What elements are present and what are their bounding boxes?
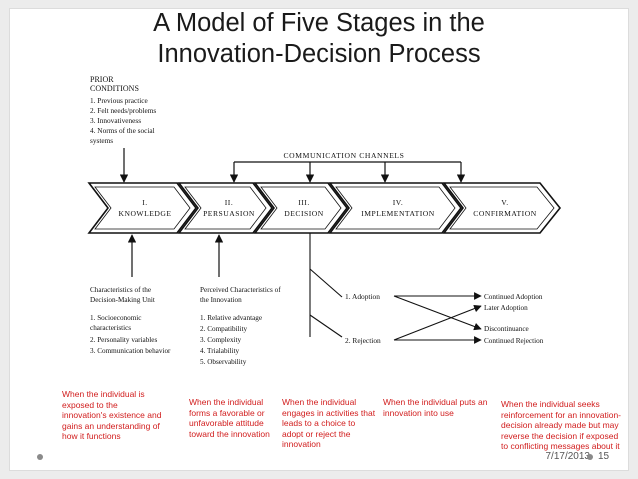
rejection-label: 2. Rejection <box>345 336 381 345</box>
continued-adoption-label: Continued Adoption <box>484 293 543 301</box>
note-persuasion: When the individual forms a favorable or… <box>189 397 270 439</box>
stage-name: CONFIRMATION <box>473 209 536 218</box>
prior-condition-item: systems <box>90 136 113 145</box>
slide-title-line-2: Innovation-Decision Process <box>157 40 481 68</box>
innovation-char-item: 3. Complexity <box>200 336 242 344</box>
footer-page-number: 15 <box>598 451 610 462</box>
footer-separator-dot <box>587 454 593 460</box>
note-knowledge: When the individual is exposed to the in… <box>62 389 162 441</box>
branch-to-rejection <box>309 314 343 338</box>
stage-name: IMPLEMENTATION <box>361 209 434 218</box>
continued-rejection-label: Continued Rejection <box>484 337 544 345</box>
stage-name: PERSUASION <box>203 209 255 218</box>
note-implementation: When the individual puts an innovation i… <box>383 397 488 418</box>
decision-unit-item: 1. Socioeconomic <box>90 314 142 322</box>
slide-title: A Model of Five Stages in the Innovation… <box>0 8 638 70</box>
innovation-char-item: 4. Trialability <box>200 347 240 355</box>
innovation-chars-heading-1: Perceived Characteristics of <box>200 286 281 294</box>
decision-unit-heading-1: Characteristics of the <box>90 286 151 294</box>
prior-condition-item: 2. Felt needs/problems <box>90 106 156 115</box>
decision-unit-heading-2: Decision-Making Unit <box>90 296 155 304</box>
slide-title-line-1: A Model of Five Stages in the <box>153 9 485 37</box>
innovation-char-item: 5. Observability <box>200 358 247 366</box>
decision-unit-item: 3. Communication behavior <box>90 347 171 355</box>
innovation-chars-heading-2: the Innovation <box>200 296 242 304</box>
prior-condition-item: 3. Innovativeness <box>90 116 141 125</box>
later-adoption-label: Later Adoption <box>484 304 528 312</box>
stage-numeral: III. <box>298 198 310 207</box>
footer-date: 7/17/2013 <box>545 451 591 462</box>
decision-unit-item: 2. Personality variables <box>90 336 157 344</box>
innovation-char-item: 2. Compatibility <box>200 325 248 333</box>
stage-numeral: IV. <box>393 198 403 207</box>
footer-left-dot <box>37 454 43 460</box>
innovation-char-item: 1. Relative advantage <box>200 314 262 322</box>
innovation-decision-diagram: PRIOR CONDITIONS 1. Previous practice 2.… <box>84 72 564 372</box>
note-confirmation: When the individual seeks reinforcement … <box>501 399 622 451</box>
communication-channels-label: COMMUNICATION CHANNELS <box>284 151 405 160</box>
stage-arrow-implementation <box>328 182 463 234</box>
decision-unit-item: characteristics <box>90 324 131 332</box>
stage-arrow-decision <box>253 182 349 234</box>
stage-arrow-knowledge <box>87 182 198 234</box>
stage-numeral: V. <box>501 198 508 207</box>
branch-to-adoption <box>309 268 343 298</box>
stage-arrow-confirmation <box>442 182 562 234</box>
stage-name: DECISION <box>284 209 323 218</box>
rejection-to-later-adoption <box>393 304 482 341</box>
stage-numeral: II. <box>225 198 233 207</box>
adoption-to-discontinuance <box>393 295 482 331</box>
adoption-label: 1. Adoption <box>345 292 380 301</box>
prior-conditions-heading-1: PRIOR <box>90 75 114 84</box>
prior-condition-item: 4. Norms of the social <box>90 126 155 135</box>
stage-arrow-persuasion <box>177 182 274 234</box>
stage-numeral: I. <box>142 198 147 207</box>
note-decision: When the individual engages in activitie… <box>282 397 376 449</box>
prior-condition-item: 1. Previous practice <box>90 96 148 105</box>
discontinuance-label: Discontinuance <box>484 325 529 333</box>
stage-name: KNOWLEDGE <box>118 209 171 218</box>
prior-conditions-heading-2: CONDITIONS <box>90 84 139 93</box>
